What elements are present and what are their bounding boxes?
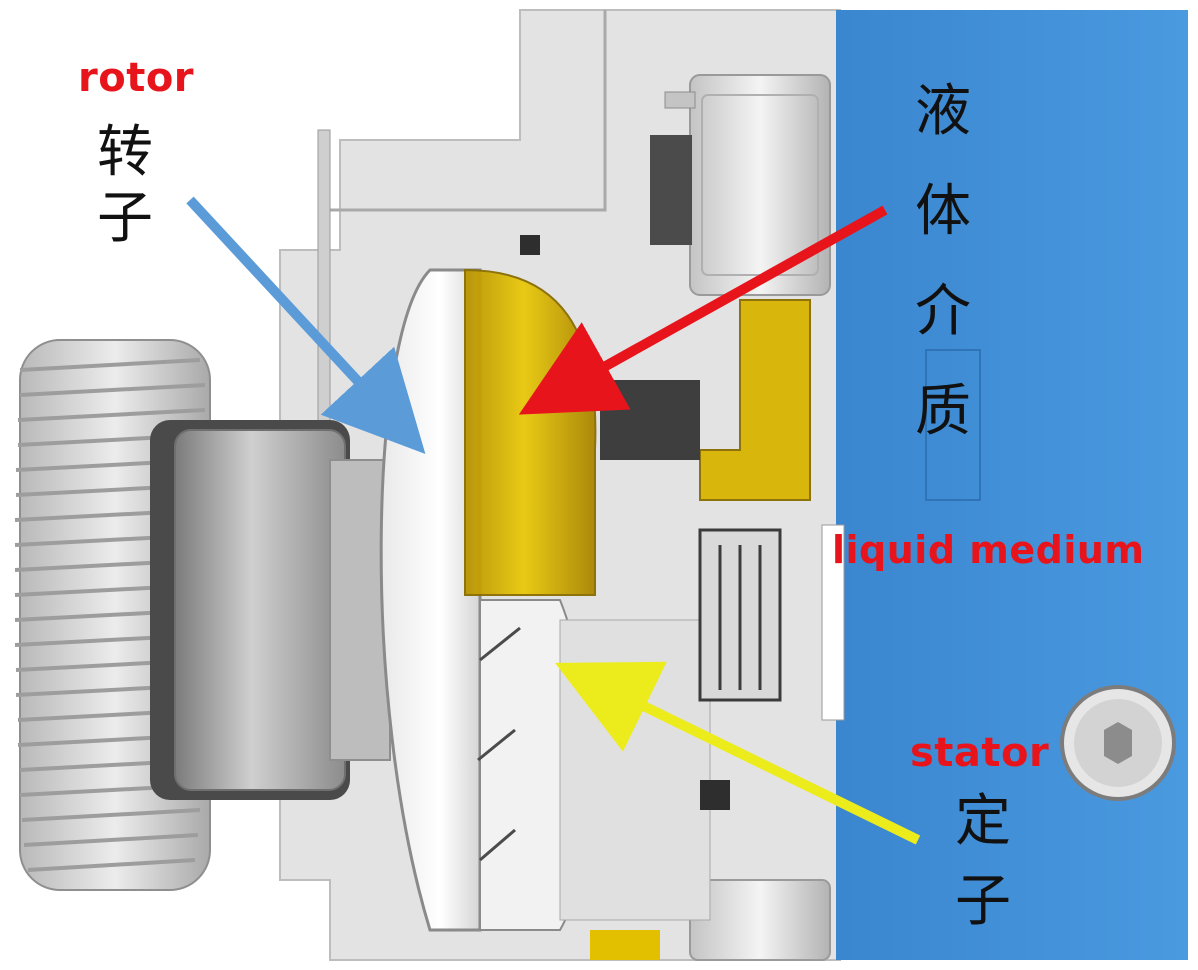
rotor-arrow [186,196,426,455]
stator-label-chinese: 定子 [955,789,1011,934]
liquid-medium-label-english: liquid medium [832,528,1145,572]
blue-housing [836,10,1188,960]
input-hub [174,429,346,791]
stator-arrow [555,661,921,845]
stator-label-english: stator [910,730,1050,776]
liquid-arrow [518,205,888,415]
rotor-label-english: rotor [78,55,195,101]
liquid-medium-label-chinese: 液体介质 [915,79,971,444]
rotor-label-chinese: 转子 [97,120,153,251]
